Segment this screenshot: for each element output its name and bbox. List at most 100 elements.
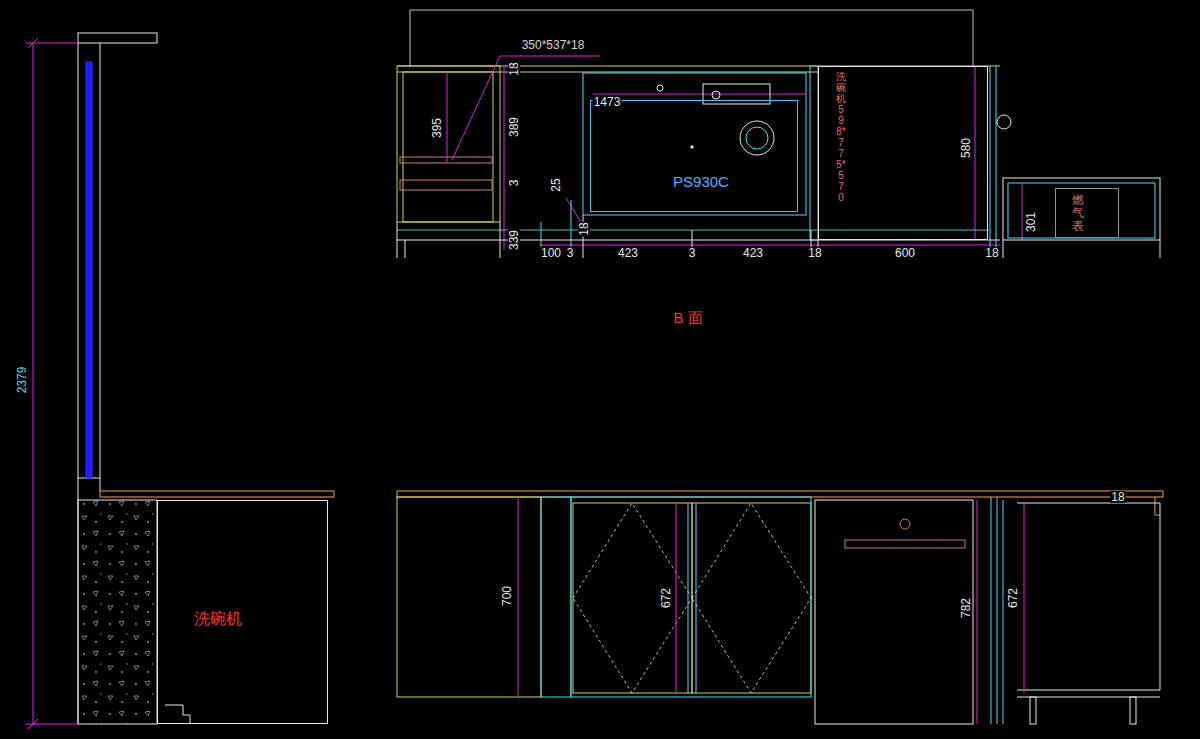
cabinet-frame: [541, 497, 1003, 724]
sink-fittings: [657, 85, 663, 91]
leader-line: [540, 245, 1000, 246]
part-label: PS930C: [673, 174, 729, 189]
plan-edge: [405, 240, 406, 258]
dimension: 395: [431, 117, 443, 139]
plan-edge: [1160, 240, 1161, 258]
countertop: [100, 491, 334, 497]
leader-line: [504, 66, 505, 250]
dimension: 25: [550, 177, 562, 192]
cabinet-frame: [997, 497, 998, 724]
wall-section: [78, 33, 157, 724]
shelf-board: [400, 180, 492, 190]
concrete-wall: [78, 500, 157, 724]
dimension: 423: [617, 247, 639, 259]
base-cabinet: [1017, 503, 1160, 724]
dimension-line: [1024, 503, 1025, 693]
dimension: 18: [578, 221, 590, 236]
shelf-board: [400, 157, 492, 190]
concrete-wall: [165, 705, 190, 724]
countertop: [100, 491, 334, 497]
dimension-line: [26, 38, 78, 729]
concrete-wall: [78, 500, 190, 724]
sink-fittings: [997, 115, 1011, 129]
door-swing: [573, 503, 692, 693]
dimension: 18: [807, 247, 822, 259]
sink-fittings: [712, 91, 720, 99]
dishwasher-section: 洗碗机: [157, 500, 328, 724]
gas-meter: 燃气表: [1055, 188, 1119, 238]
shelf-board: [400, 157, 492, 163]
sink-fittings: [740, 121, 774, 155]
part-label: 洗碗机: [194, 611, 242, 627]
cabinet-frame: [991, 497, 992, 724]
sink-fittings: [746, 127, 768, 149]
cabinet-frame: [541, 497, 571, 697]
cabinet-plan: [397, 66, 1000, 222]
leader-line: [447, 72, 448, 163]
leader-line: [975, 66, 976, 240]
dimension-line: [518, 497, 1024, 724]
vertical-note: 燃气表: [1072, 194, 1084, 234]
plan-edge: [397, 230, 990, 231]
leader-line: [1022, 183, 1023, 240]
backsplash: [410, 10, 973, 66]
dimension: 301: [1025, 211, 1037, 233]
view-title: B 面: [672, 310, 703, 325]
cabinet-elevation: [397, 497, 811, 697]
base-cabinet: [1030, 697, 1036, 724]
dimension: 389: [508, 116, 520, 138]
cabinet-elevation: [692, 503, 811, 693]
dimension-line: [676, 503, 677, 693]
countertop: [397, 491, 1163, 497]
dimension: 18: [508, 61, 520, 76]
gas-meter-niche: [1003, 178, 1160, 240]
sink-cabinet: [541, 66, 996, 258]
sink-cabinet: [990, 66, 991, 258]
cabinet-frame: [571, 497, 811, 697]
dishwasher-front: [815, 500, 973, 724]
sink-fittings: [691, 146, 693, 148]
dimension: 1473: [593, 96, 622, 108]
dimension: 423: [742, 247, 764, 259]
dimension: 3: [508, 179, 520, 188]
dimension: 672: [660, 587, 672, 609]
cabinet-plan: [403, 72, 493, 222]
dimension-line: [518, 497, 519, 697]
dimension-line: [26, 724, 78, 725]
sink-cabinet: [810, 66, 818, 240]
door-swing: [573, 503, 811, 693]
cabinet-elevation: [573, 503, 692, 693]
leader-line: [593, 94, 806, 95]
dimension: 600: [894, 247, 916, 259]
plan-edge: [500, 222, 501, 258]
dishwasher-front: [815, 500, 973, 724]
dimension: 339: [508, 229, 520, 251]
gas-meter-niche: [1003, 178, 1160, 240]
plan-edge: [397, 222, 398, 258]
base-cabinet: [1130, 697, 1136, 724]
cabinet-elevation: [397, 497, 541, 697]
base-cabinet: [1017, 503, 1160, 690]
plan-edge: [397, 215, 1160, 258]
dimension: 672: [1007, 587, 1019, 609]
sink-fittings: [657, 84, 1011, 155]
dimension: 3: [566, 247, 575, 259]
plan-edge: [1003, 240, 1004, 258]
cabinet-frame: [688, 503, 689, 693]
dimension: 3: [688, 247, 697, 259]
leader-line: [500, 56, 600, 57]
leader-line: [447, 56, 1022, 250]
dimension: 18: [1110, 491, 1125, 503]
vertical-note: 洗碗机598*775*570: [836, 71, 846, 203]
dimension: 782: [960, 597, 972, 619]
dimension: 700: [501, 585, 513, 607]
leader-line: [452, 56, 500, 160]
dimension: 2379: [16, 366, 28, 395]
part-size: 350*537*18: [521, 39, 586, 51]
dimension-line: [26, 43, 78, 44]
dimension: 100: [540, 247, 562, 259]
dimension: 18: [984, 247, 999, 259]
